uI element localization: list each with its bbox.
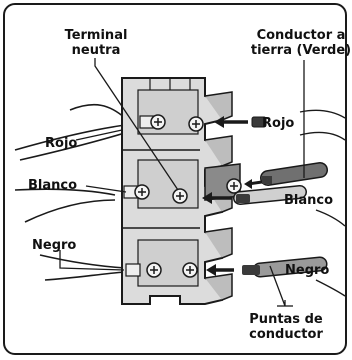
label-puntas-conductor: Puntas de conductor xyxy=(244,312,328,342)
label-blanco-right: Blanco xyxy=(284,193,334,208)
label-negro-left: Negro xyxy=(32,238,77,253)
right-wire-curve-4 xyxy=(315,279,346,297)
right-wire-curve-3 xyxy=(315,209,346,227)
screw-red-left xyxy=(139,114,166,130)
left-wire-curve-black xyxy=(39,254,126,269)
label-terminal-neutra: Terminal neutra xyxy=(56,28,136,58)
right-wire-curve-2 xyxy=(299,131,346,141)
screw-ground xyxy=(226,178,242,194)
left-wire-curve-black-2 xyxy=(44,271,126,281)
terminal-block xyxy=(121,77,241,305)
screw-white-right xyxy=(172,188,188,204)
left-wire-curve-top xyxy=(69,103,126,119)
leader-terminal-neutra xyxy=(94,58,179,191)
ground-wire xyxy=(260,162,328,186)
label-conductor-tierra-line1: Conductor a xyxy=(256,28,346,43)
wire-tip-red xyxy=(251,116,267,128)
label-conductor-tierra: Conductor a tierra (Verde) xyxy=(246,28,352,58)
screw-white-left xyxy=(123,184,150,200)
screw-black-right xyxy=(182,262,198,278)
label-blanco-left: Blanco xyxy=(28,178,78,193)
white-wire xyxy=(233,185,307,205)
label-negro-right: Negro xyxy=(285,263,330,278)
diagram-frame xyxy=(3,3,347,355)
black-wire xyxy=(242,256,328,278)
label-puntas-line2: conductor xyxy=(249,327,323,342)
arrow-black xyxy=(206,264,234,276)
label-terminal-neutra-line1: Terminal xyxy=(64,28,128,43)
leader-blanco-left xyxy=(85,185,127,193)
right-wire-curve-1 xyxy=(299,109,346,119)
screw-red-right xyxy=(188,116,204,132)
label-rojo-left: Rojo xyxy=(45,136,78,151)
label-rojo-right: Rojo xyxy=(262,116,295,131)
left-wire-curve-red xyxy=(14,124,126,151)
screw-black-left xyxy=(125,262,162,278)
arrow-red xyxy=(214,116,248,128)
label-conductor-tierra-line2: tierra (Verde) xyxy=(250,43,352,58)
left-wire-curve-red-2 xyxy=(19,131,129,161)
leader-puntas xyxy=(269,265,286,307)
arrow-white xyxy=(202,192,232,204)
left-wire-curve-white xyxy=(14,188,116,196)
label-puntas-line1: Puntas de xyxy=(249,312,323,327)
leader-negro-left xyxy=(59,250,125,271)
leader-rojo-left xyxy=(75,129,123,141)
left-wire-curve-white-2 xyxy=(24,199,116,223)
arrow-ground xyxy=(244,179,263,189)
label-terminal-neutra-line2: neutra xyxy=(71,43,121,58)
